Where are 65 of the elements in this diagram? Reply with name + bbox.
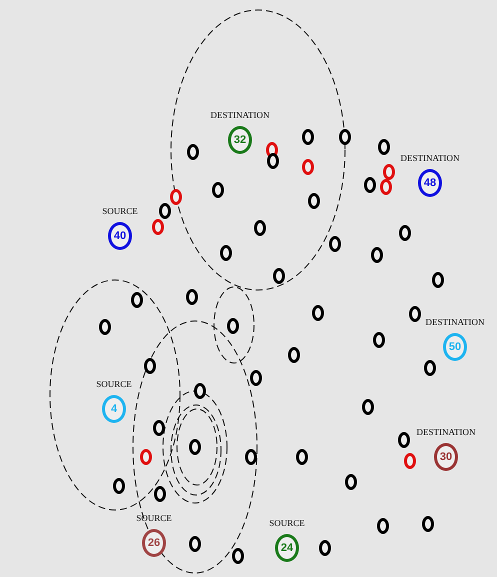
- node-circle: 4: [102, 395, 126, 423]
- node-dot: [170, 189, 182, 205]
- node-circle: 32: [228, 126, 252, 154]
- node-role-label: SOURCE: [136, 513, 172, 523]
- node-dot: [187, 144, 199, 160]
- node-dot: [339, 129, 351, 145]
- node-role-label: DESTINATION: [400, 153, 460, 163]
- node-dot: [345, 474, 357, 490]
- node-role-label: DESTINATION: [426, 317, 484, 327]
- node-role-label: SOURCE: [96, 379, 132, 389]
- node-dot: [113, 478, 125, 494]
- node-circle: 50: [443, 333, 467, 361]
- node-dot: [371, 247, 383, 263]
- node-dot: [273, 268, 285, 284]
- node-dot: [378, 139, 390, 155]
- node-circle: 48: [418, 169, 442, 197]
- node-role-label: DESTINATION: [416, 427, 476, 437]
- node-dot: [212, 182, 224, 198]
- node-dot: [153, 420, 165, 436]
- node-dot: [227, 318, 239, 334]
- node-dot: [220, 245, 232, 261]
- node-dot: [432, 272, 444, 288]
- node-dot: [154, 486, 166, 502]
- node-dot: [140, 449, 152, 465]
- node-dot: [399, 225, 411, 241]
- node-circle: 30: [434, 443, 458, 471]
- node-dot: [254, 220, 266, 236]
- node-dot: [267, 153, 279, 169]
- node-circle: 24: [275, 534, 299, 562]
- node-circle: 26: [142, 529, 166, 557]
- node-dot: [362, 399, 374, 415]
- node-dot: [364, 177, 376, 193]
- node-dot: [144, 358, 156, 374]
- node-dot: [398, 432, 410, 448]
- node-dot: [319, 540, 331, 556]
- node-dot: [186, 289, 198, 305]
- node-dot: [383, 164, 395, 180]
- node-dot: [250, 370, 262, 386]
- node-dot: [302, 159, 314, 175]
- node-dot: [99, 319, 111, 335]
- node-dot: [424, 360, 436, 376]
- node-dot: [377, 518, 389, 534]
- node-dot: [312, 305, 324, 321]
- node-dot: [302, 129, 314, 145]
- node-dot: [373, 332, 385, 348]
- node-dot: [296, 449, 308, 465]
- node-role-label: DESTINATION: [210, 110, 270, 120]
- node-dot: [232, 548, 244, 564]
- node-dot: [308, 193, 320, 209]
- node-dot: [422, 516, 434, 532]
- node-role-label: SOURCE: [102, 206, 138, 216]
- node-role-label: SOURCE: [269, 518, 305, 528]
- node-dot: [189, 439, 201, 455]
- node-dot: [404, 453, 416, 469]
- node-dot: [329, 236, 341, 252]
- node-dot: [159, 203, 171, 219]
- node-dot: [380, 179, 392, 195]
- node-dot: [409, 306, 421, 322]
- node-dot: [131, 292, 143, 308]
- node-dot: [194, 383, 206, 399]
- node-dot: [152, 219, 164, 235]
- node-dot: [288, 347, 300, 363]
- node-circle: 40: [108, 222, 132, 250]
- node-dot: [245, 449, 257, 465]
- node-dot: [189, 536, 201, 552]
